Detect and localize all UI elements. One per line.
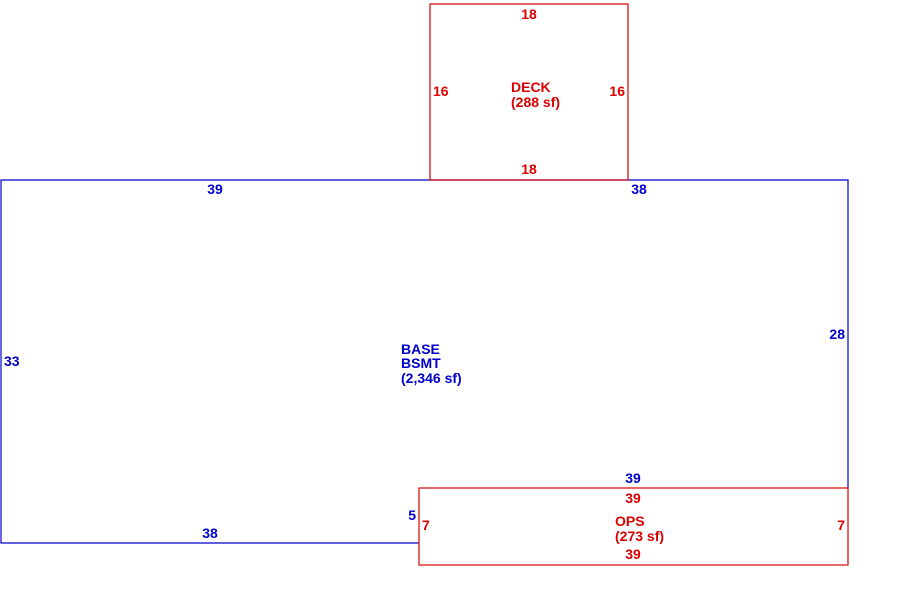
base-top-left-dimension: 39 [207,181,223,197]
deck-left-dimension: 16 [433,83,449,99]
deck-top-dimension: 18 [521,6,537,22]
base-area-label: (2,346 sf) [401,370,462,386]
ops-top-dimension: 39 [625,490,641,506]
ops-name-label: OPS [615,513,645,529]
deck-right-dimension: 16 [609,83,625,99]
ops-outline [418,487,849,566]
base-bottom-right-dimension: 39 [625,470,641,486]
base-name-label: BASE [401,341,440,357]
ops-right-dimension: 7 [837,517,845,533]
ops-left-dimension: 7 [422,517,430,533]
base-outline [0,179,849,544]
ops-area-label: (273 sf) [615,528,664,544]
deck-area-label: (288 sf) [511,94,560,110]
base-bottom-left-dimension: 38 [202,525,218,541]
deck-bottom-dimension: 18 [521,161,537,177]
deck-outline [429,3,629,181]
base-subname-label: BSMT [401,355,441,371]
base-left-dimension: 33 [4,353,20,369]
base-step-dimension: 5 [408,507,416,523]
ops-bottom-dimension: 39 [625,546,641,562]
base-top-right-dimension: 38 [631,181,647,197]
deck-name-label: DECK [511,79,551,95]
base-right-dimension: 28 [829,326,845,342]
